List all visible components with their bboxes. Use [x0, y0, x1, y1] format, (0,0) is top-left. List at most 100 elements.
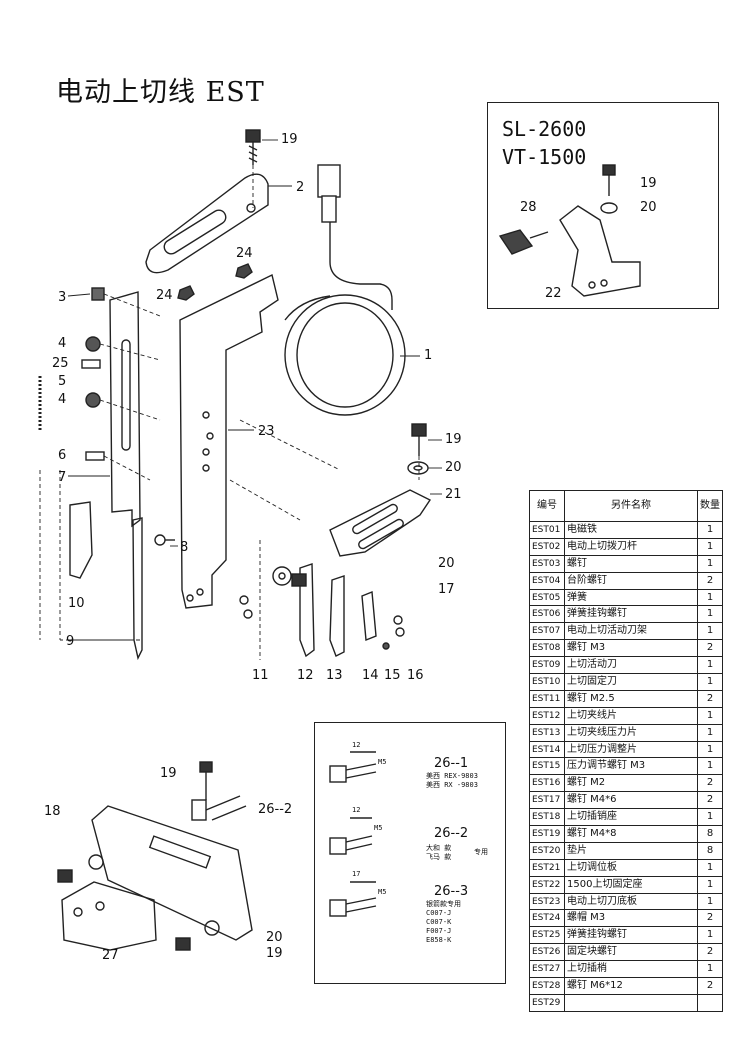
pin-seat-assembly: [57, 761, 253, 951]
callout-24: 24: [156, 288, 173, 303]
cell-qty: 1: [697, 656, 723, 675]
cell-name: 上切压力调整片: [564, 740, 698, 759]
callout-20: 20: [266, 930, 283, 945]
callout-4: 4: [58, 392, 67, 407]
cell-code: EST17: [529, 791, 565, 810]
cell-name: 上切固定刀: [564, 673, 698, 691]
dim-label: 12: [352, 741, 361, 749]
cell-code: EST05: [529, 588, 565, 607]
cell-code: EST10: [529, 673, 565, 691]
callout-20: 20: [445, 460, 462, 475]
cell-qty: 1: [697, 588, 723, 607]
cell-code: EST01: [529, 521, 565, 539]
cell-qty: 2: [697, 943, 723, 962]
blade-9: [132, 517, 143, 661]
header-qty: 数量: [697, 490, 723, 522]
cell-name: 螺钉 M4*6: [564, 791, 698, 810]
dim-label: M5: [378, 888, 387, 896]
cell-code: EST16: [529, 774, 565, 793]
cell-qty: 2: [697, 689, 723, 708]
cell-name: [564, 993, 698, 1012]
knife-bar-7: [109, 291, 141, 528]
callout-14: 14: [362, 668, 379, 683]
cell-qty: 2: [697, 909, 723, 928]
cell-qty: 1: [697, 605, 723, 624]
cell-qty: 1: [697, 521, 723, 539]
cell-qty: 8: [697, 841, 723, 860]
cell-name: 弹簧挂钩螺钉: [564, 926, 698, 945]
adjust-plate-21: [329, 489, 432, 557]
callout-25: 25: [52, 356, 69, 371]
callout-2: 2: [296, 180, 305, 195]
callout-11: 11: [252, 668, 269, 683]
callout-19: 19: [640, 176, 657, 191]
callout-26-2: 26--2: [258, 802, 293, 817]
knife-10: [69, 501, 93, 579]
dim-label: 17: [352, 870, 361, 878]
cell-qty: 1: [697, 892, 723, 911]
callout-27: 27: [102, 948, 119, 963]
parts-table-header: 编号 另件名称 数量: [529, 490, 723, 522]
cell-name: 螺钉 M2.5: [564, 689, 698, 708]
callout-16: 16: [407, 668, 424, 683]
cell-qty: 1: [697, 808, 723, 827]
cell-name: 1500上切固定座: [564, 875, 698, 894]
inset-model-box: SL-2600 VT-1500: [487, 102, 719, 309]
cell-name: 上切活动刀: [564, 656, 698, 675]
cell-qty: 2: [697, 639, 723, 658]
dim-label: M5: [378, 758, 387, 766]
cell-qty: 8: [697, 825, 723, 843]
cell-qty: 1: [697, 537, 723, 556]
callout-19: 19: [160, 766, 177, 781]
callout-19: 19: [266, 946, 283, 961]
cell-qty: 1: [697, 926, 723, 945]
callout-17: 17: [438, 582, 455, 597]
cell-code: EST25: [529, 926, 565, 945]
callout-26-1: 26--1: [434, 756, 469, 771]
cell-code: EST19: [529, 825, 565, 843]
callout-19: 19: [281, 132, 298, 147]
cell-name: 弹簧挂钩螺钉: [564, 605, 698, 624]
cell-qty: 1: [697, 757, 723, 776]
cell-code: EST20: [529, 841, 565, 860]
cell-code: EST22: [529, 875, 565, 894]
cell-name: 螺钉 M6*12: [564, 977, 698, 995]
cell-code: EST18: [529, 808, 565, 827]
cell-qty: 1: [697, 554, 723, 573]
callout-10: 10: [68, 596, 85, 611]
cell-code: EST09: [529, 656, 565, 675]
cell-name: 螺钉 M2: [564, 774, 698, 793]
cell-name: 垫片: [564, 841, 698, 860]
cell-code: EST29: [529, 993, 565, 1012]
callout-7: 7: [58, 470, 67, 485]
cell-name: 电磁铁: [564, 521, 698, 539]
cell-code: EST24: [529, 909, 565, 928]
callout-8: 8: [180, 540, 189, 555]
cell-code: EST26: [529, 943, 565, 962]
cell-name: 固定块螺钉: [564, 943, 698, 962]
cell-name: 上切插销座: [564, 808, 698, 827]
table-row: EST29: [529, 993, 723, 1012]
callout-20: 20: [640, 200, 657, 215]
cell-name: 弹簧: [564, 588, 698, 607]
callout-19: 19: [445, 432, 462, 447]
